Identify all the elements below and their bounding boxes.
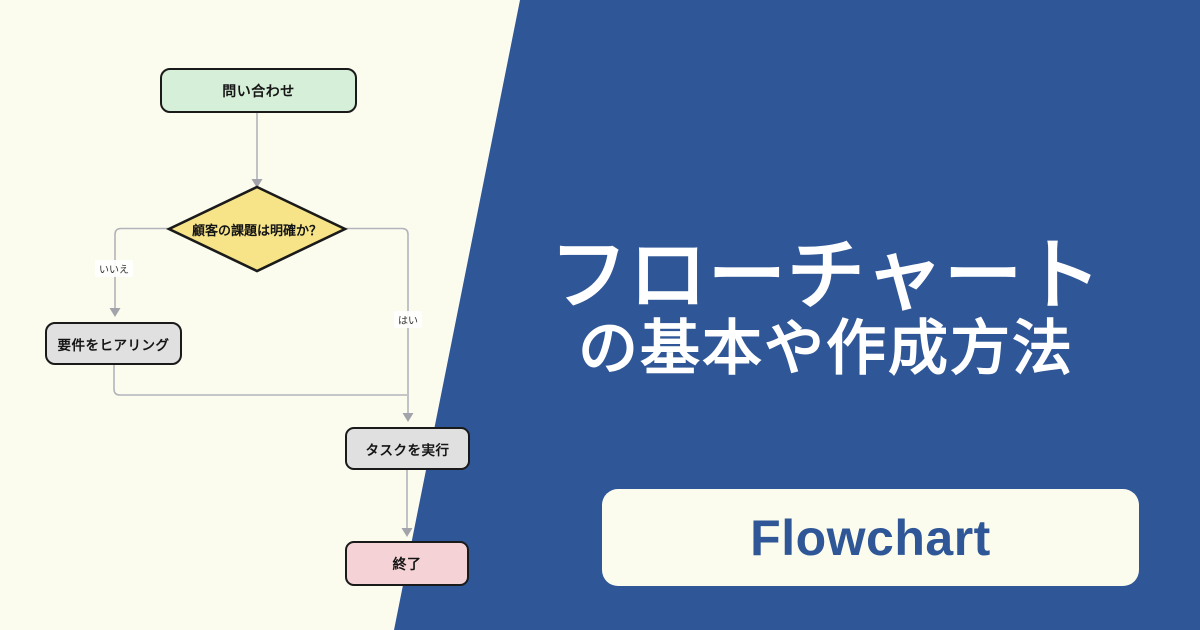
edge-label-yes: はい <box>394 311 422 328</box>
edge-label-no: いいえ <box>95 260 133 277</box>
flow-node-end-label: 終了 <box>392 555 422 572</box>
flow-node-task: タスクを実行 <box>345 427 470 470</box>
flow-node-hearing-label: 要件をヒアリング <box>57 337 170 353</box>
arrowhead-icon <box>251 179 263 188</box>
flow-node-task-label: タスクを実行 <box>365 442 450 458</box>
subtitle: の基本や作成方法 <box>578 315 1074 383</box>
main-title: フローチャート <box>549 231 1103 319</box>
flow-node-hearing: 要件をヒアリング <box>45 322 182 365</box>
arrowhead-icon <box>402 413 414 422</box>
flowchart-badge-label: Flowchart <box>750 509 991 566</box>
title-block: フローチャート の基本や作成方法 <box>452 233 1200 380</box>
flow-node-decision-label: 顧客の課題は明確か？ <box>191 222 322 238</box>
arrowhead-icon <box>109 308 121 317</box>
decision-diamond-shape <box>165 185 349 273</box>
flow-node-decision: 顧客の課題は明確か？ <box>169 187 345 271</box>
flow-node-start-label: 問い合わせ <box>222 82 295 99</box>
arrowhead-icon <box>401 528 413 537</box>
flow-node-start: 問い合わせ <box>160 68 357 113</box>
edge-hearing-merge <box>113 365 407 396</box>
flowchart-badge[interactable]: Flowchart <box>602 489 1139 586</box>
flow-node-end: 終了 <box>345 541 469 586</box>
edge-decision-hearing <box>114 227 170 309</box>
edge-decision-task <box>345 227 409 414</box>
